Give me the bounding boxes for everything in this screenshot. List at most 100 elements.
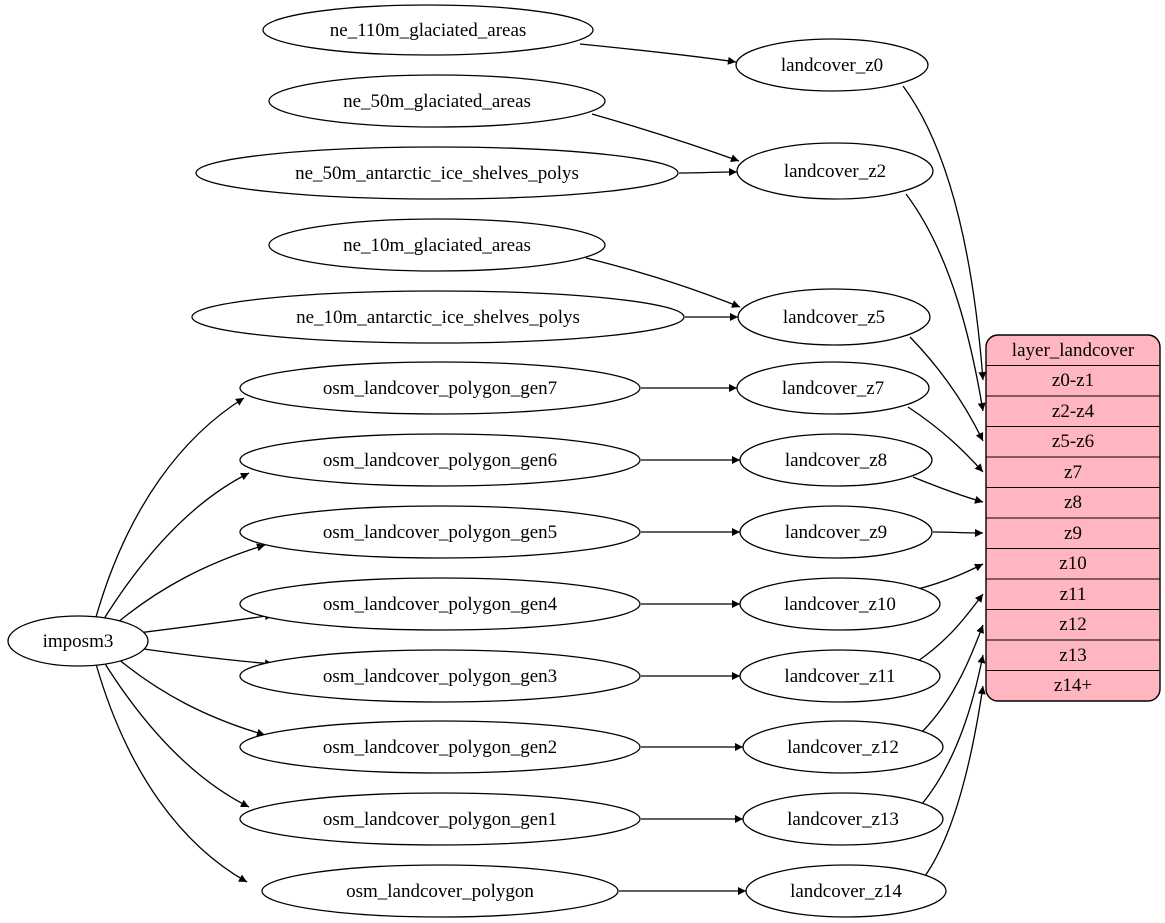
edge-imposm3-osm_landcover_polygon_gen2 xyxy=(110,652,266,737)
edge-landcover_z9-row-z9 xyxy=(932,528,984,537)
node-label: landcover_z7 xyxy=(782,378,884,399)
node-ellipse xyxy=(739,577,941,631)
node-ellipse xyxy=(239,792,641,846)
node-ellipse xyxy=(735,38,929,92)
node-label: osm_landcover_polygon_gen2 xyxy=(323,737,557,758)
node-ellipse xyxy=(7,615,149,667)
record-row-z12: z12 xyxy=(1059,614,1086,635)
node-label: osm_landcover_polygon_gen6 xyxy=(323,450,557,471)
edge-landcover_z10-row-z10 xyxy=(917,563,984,590)
node-ellipse xyxy=(737,288,931,346)
node-ellipse xyxy=(742,792,944,846)
node-osm_landcover_polygon_gen7: osm_landcover_polygon_gen7 xyxy=(239,361,641,415)
node-ellipse xyxy=(268,74,606,128)
record-row-z13: z13 xyxy=(1059,645,1086,666)
node-landcover_z10: landcover_z10 xyxy=(739,577,941,631)
node-landcover_z2: landcover_z2 xyxy=(736,142,934,200)
node-landcover_z5: landcover_z5 xyxy=(737,288,931,346)
node-label: ne_10m_glaciated_areas xyxy=(343,235,531,256)
node-label: landcover_z13 xyxy=(787,809,899,830)
node-ellipse xyxy=(742,720,944,774)
record-row-z0-z1: z0-z1 xyxy=(1052,370,1094,391)
node-ne_50m_antarctic_ice_shelves_polys: ne_50m_antarctic_ice_shelves_polys xyxy=(195,146,679,200)
node-landcover_z14: landcover_z14 xyxy=(745,864,947,918)
node-ellipse xyxy=(239,505,641,559)
record-row-z14plus: z14+ xyxy=(1054,675,1092,696)
node-label: landcover_z11 xyxy=(784,666,895,687)
node-label: landcover_z10 xyxy=(784,594,896,615)
node-osm_landcover_polygon_gen2: osm_landcover_polygon_gen2 xyxy=(239,720,641,774)
node-label: landcover_z12 xyxy=(787,737,899,758)
node-ellipse xyxy=(239,433,641,487)
edges xyxy=(95,43,987,896)
node-ellipse xyxy=(739,433,933,487)
edge-imposm3-osm_landcover_polygon_gen1 xyxy=(101,658,250,808)
record-layer_landcover: layer_landcover z0-z1 z2-z4 z5-z6 z7 z8 … xyxy=(985,334,1161,702)
edge-ne_10m_glaciated_areas-landcover_z5 xyxy=(585,257,741,308)
node-osm_landcover_polygon_gen1: osm_landcover_polygon_gen1 xyxy=(239,792,641,846)
node-ellipse xyxy=(739,505,933,559)
node-label: landcover_z14 xyxy=(790,881,902,902)
node-landcover_z11: landcover_z11 xyxy=(739,649,941,703)
record-row-z10: z10 xyxy=(1059,553,1086,574)
node-osm_landcover_polygon_gen5: osm_landcover_polygon_gen5 xyxy=(239,505,641,559)
node-ellipse xyxy=(262,4,594,56)
node-osm_landcover_polygon: osm_landcover_polygon xyxy=(261,864,619,918)
node-label: landcover_z5 xyxy=(783,307,885,328)
edge-landcover_z14-row-z14plus xyxy=(924,685,986,877)
node-osm_landcover_polygon_gen6: osm_landcover_polygon_gen6 xyxy=(239,433,641,487)
node-label: ne_110m_glaciated_areas xyxy=(330,20,527,41)
edge-ne_110m_glaciated_areas-landcover_z0 xyxy=(579,43,737,65)
node-ellipse xyxy=(736,142,934,200)
node-ne_10m_antarctic_ice_shelves_polys: ne_10m_antarctic_ice_shelves_polys xyxy=(191,290,685,344)
node-label: ne_50m_glaciated_areas xyxy=(343,91,531,112)
node-ne_10m_glaciated_areas: ne_10m_glaciated_areas xyxy=(268,218,606,272)
node-label: ne_50m_antarctic_ice_shelves_polys xyxy=(295,163,579,184)
node-ellipse xyxy=(239,577,641,631)
node-label: osm_landcover_polygon_gen7 xyxy=(323,378,557,399)
node-osm_landcover_polygon_gen3: osm_landcover_polygon_gen3 xyxy=(239,649,641,703)
record-row-z8: z8 xyxy=(1064,492,1082,513)
node-landcover_z7: landcover_z7 xyxy=(736,361,930,415)
edge-landcover_z2-row-z2-z4 xyxy=(905,193,986,412)
node-landcover_z0: landcover_z0 xyxy=(735,38,929,92)
edge-ne_50m_antarctic_ice_shelves_polys-landcover_z2 xyxy=(678,168,738,177)
node-label: osm_landcover_polygon_gen4 xyxy=(323,594,558,615)
node-imposm3: imposm3 xyxy=(7,615,149,667)
edge-landcover_z7-row-z7 xyxy=(907,406,984,473)
node-osm_landcover_polygon_gen4: osm_landcover_polygon_gen4 xyxy=(239,577,641,631)
node-label: landcover_z0 xyxy=(781,55,883,76)
edge-landcover_z8-row-z8 xyxy=(912,476,984,504)
node-ellipse xyxy=(268,218,606,272)
edge-landcover_z13-row-z13 xyxy=(921,654,986,805)
node-landcover_z8: landcover_z8 xyxy=(739,433,933,487)
node-label: landcover_z2 xyxy=(784,161,886,182)
node-ellipse xyxy=(739,649,941,703)
node-label: osm_landcover_polygon_gen1 xyxy=(323,809,557,830)
edge-landcover_z5-row-z5-z6 xyxy=(909,336,984,442)
record-row-z11: z11 xyxy=(1060,584,1087,605)
record-row-z5-z6: z5-z6 xyxy=(1052,431,1094,452)
node-ne_50m_glaciated_areas: ne_50m_glaciated_areas xyxy=(268,74,606,128)
node-ellipse xyxy=(191,290,685,344)
record-row-z9: z9 xyxy=(1064,523,1082,544)
node-landcover_z13: landcover_z13 xyxy=(742,792,944,846)
node-label: osm_landcover_polygon_gen5 xyxy=(323,522,557,543)
record-row-z7: z7 xyxy=(1064,462,1082,483)
node-ellipse xyxy=(239,720,641,774)
node-landcover_z9: landcover_z9 xyxy=(739,505,933,559)
record-title: layer_landcover xyxy=(1012,340,1135,361)
edge-imposm3-osm_landcover_polygon_gen7 xyxy=(95,397,245,618)
node-label: osm_landcover_polygon_gen3 xyxy=(323,666,557,687)
edge-landcover_z0-row-z0-z1 xyxy=(902,85,987,381)
edge-imposm3-osm_landcover_polygon xyxy=(95,663,248,883)
node-ellipse xyxy=(195,146,679,200)
edge-imposm3-osm_landcover_polygon_gen4 xyxy=(129,612,274,635)
node-label: imposm3 xyxy=(43,631,114,652)
node-ellipse xyxy=(239,361,641,415)
edge-imposm3-osm_landcover_polygon_gen5 xyxy=(110,543,266,629)
node-ellipse xyxy=(745,864,947,918)
node-landcover_z12: landcover_z12 xyxy=(742,720,944,774)
node-label: landcover_z9 xyxy=(785,522,887,543)
